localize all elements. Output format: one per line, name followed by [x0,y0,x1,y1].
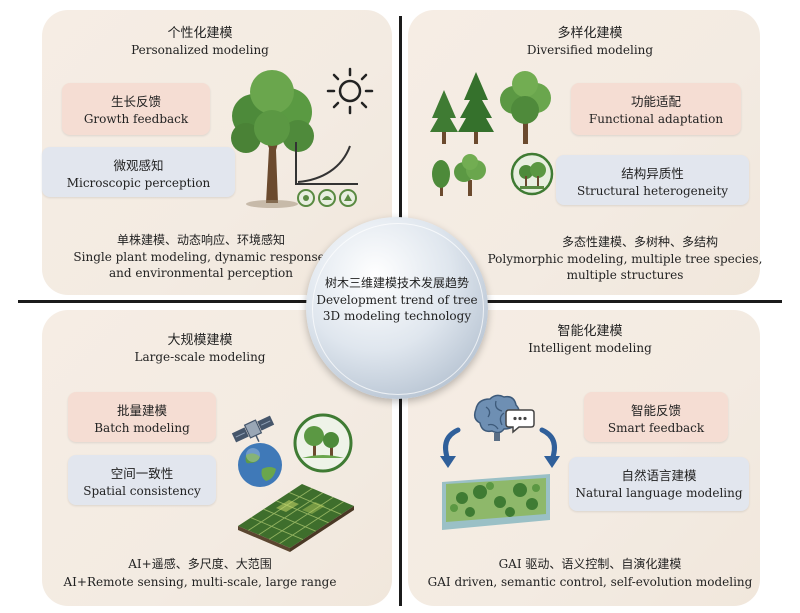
personalized-desc-en-2: and environmental perception [109,266,293,280]
central-topic-en-line1: Development trend of tree [316,292,478,307]
terrain-grid-icon [238,484,354,552]
forest-badge-icon [293,413,353,473]
intelligent-title-cn: 智能化建模 [557,324,623,339]
chat-bubble-icon [505,409,535,434]
growth-feedback-cn: 生长反馈 [110,94,161,109]
tree-icon [231,70,314,208]
diversified-desc-en-2: multiple structures [566,268,684,282]
growth-feedback-en: Growth feedback [83,112,189,126]
large-scale-title-en: Large-scale modeling [134,350,266,364]
functional-adaptation-cn: 功能适配 [630,94,681,109]
structural-heterogeneity-cn: 结构异质性 [621,166,684,181]
satellite-icon [231,415,275,443]
natural-language-modeling-cn: 自然语言建模 [621,468,697,483]
batch-modeling-en: Batch modeling [94,421,190,435]
growth-feedback-tag: 生长反馈 Growth feedback [62,83,210,135]
natural-language-modeling-tag: 自然语言建模 Natural language modeling [569,457,749,511]
microscopic-perception-tag: 微观感知 Microscopic perception [42,147,235,197]
tree-species-icons [430,71,551,144]
diversified-quadrant [408,10,760,295]
functional-adaptation-en: Functional adaptation [588,112,724,126]
environment-sensor-icons [297,189,357,207]
large-scale-title-cn: 大规模建模 [167,333,233,348]
natural-language-modeling-en: Natural language modeling [575,486,743,500]
central-topic-label: 树木三维建模技术发展趋势 Development trend of tree 3… [306,275,488,325]
smart-feedback-en: Smart feedback [607,421,705,435]
personalized-title-cn: 个性化建模 [167,26,233,41]
intelligent-desc-cn: GAI 驱动、语义控制、自演化建模 [498,557,682,571]
growth-curve-icon [295,142,358,185]
intelligent-title-en: Intelligent modeling [528,341,652,355]
diversified-desc-cn: 多态性建模、多树种、多结构 [561,235,718,249]
diversified-title-en: Diversified modeling [526,43,654,57]
large-scale-desc-cn: AI+遥感、多尺度、大范围 [128,557,272,571]
large-scale-desc-en-1: AI+Remote sensing, multi-scale, large ra… [63,575,337,589]
personalized-desc-en-1: Single plant modeling, dynamic response, [73,250,329,264]
smart-feedback-tag: 智能反馈 Smart feedback [584,392,728,442]
tree-group-icons [432,152,554,196]
central-topic-en-line2: 3D modeling technology [322,309,472,324]
globe-icon [238,443,282,487]
personalized-desc-cn: 单株建模、动态响应、环境感知 [116,233,285,247]
diversified-title-cn: 多样化建模 [557,26,623,41]
spatial-consistency-cn: 空间一致性 [110,466,174,481]
diversified-desc-en-1: Polymorphic modeling, multiple tree spec… [487,252,763,266]
batch-modeling-tag: 批量建模 Batch modeling [68,392,216,442]
smart-feedback-cn: 智能反馈 [630,403,681,418]
forest-landscape-icon [442,474,550,530]
central-topic-ring [312,223,484,395]
intelligent-desc-en-1: GAI driven, semantic control, self-evolu… [427,575,753,589]
cycle-arrows-icon [440,427,560,468]
batch-modeling-cn: 批量建模 [116,403,167,418]
central-topic-cn: 树木三维建模技术发展趋势 [324,276,469,290]
functional-adaptation-tag: 功能适配 Functional adaptation [571,83,741,135]
personalized-title-en: Personalized modeling [131,43,269,57]
microscopic-perception-cn: 微观感知 [113,158,164,173]
spatial-consistency-tag: 空间一致性 Spatial consistency [68,455,216,505]
microscopic-perception-en: Microscopic perception [66,176,211,190]
structural-heterogeneity-en: Structural heterogeneity [576,184,729,198]
spatial-consistency-en: Spatial consistency [83,484,201,498]
structural-heterogeneity-tag: 结构异质性 Structural heterogeneity [556,155,749,205]
sun-icon [326,67,374,115]
